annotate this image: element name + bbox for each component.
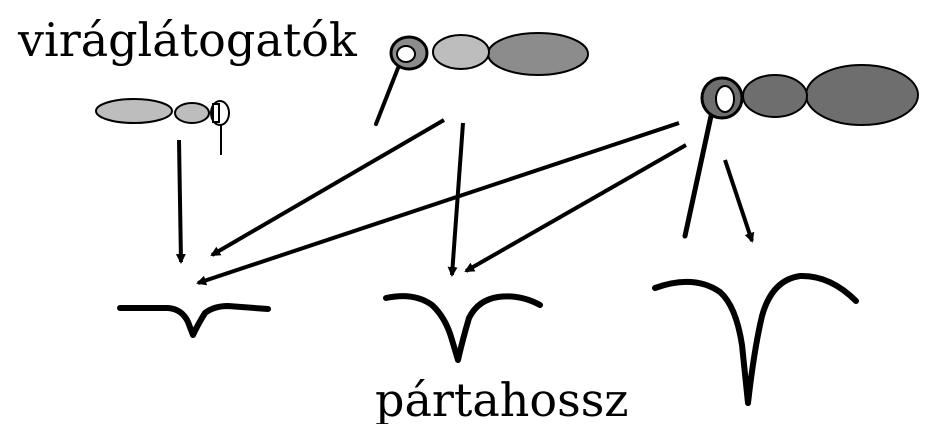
arrow-large-to-mid [466, 145, 686, 271]
medium-insect-icon [376, 33, 588, 124]
arrow-medium-to-short [212, 120, 444, 255]
large-insect-icon [685, 65, 918, 236]
arrow-large-to-long [725, 160, 752, 241]
medium-corolla-curve [386, 296, 540, 360]
arrow-large-to-short [198, 123, 679, 283]
arrows [179, 120, 752, 283]
small-insect-icon [96, 99, 229, 155]
corolla-length-label: pártahossz [375, 373, 629, 424]
short-corolla-curve [120, 306, 268, 335]
long-corolla-curve [655, 276, 856, 403]
arrow-small-to-short [179, 140, 181, 262]
pollinators-label: viráglátogatók [17, 13, 358, 67]
